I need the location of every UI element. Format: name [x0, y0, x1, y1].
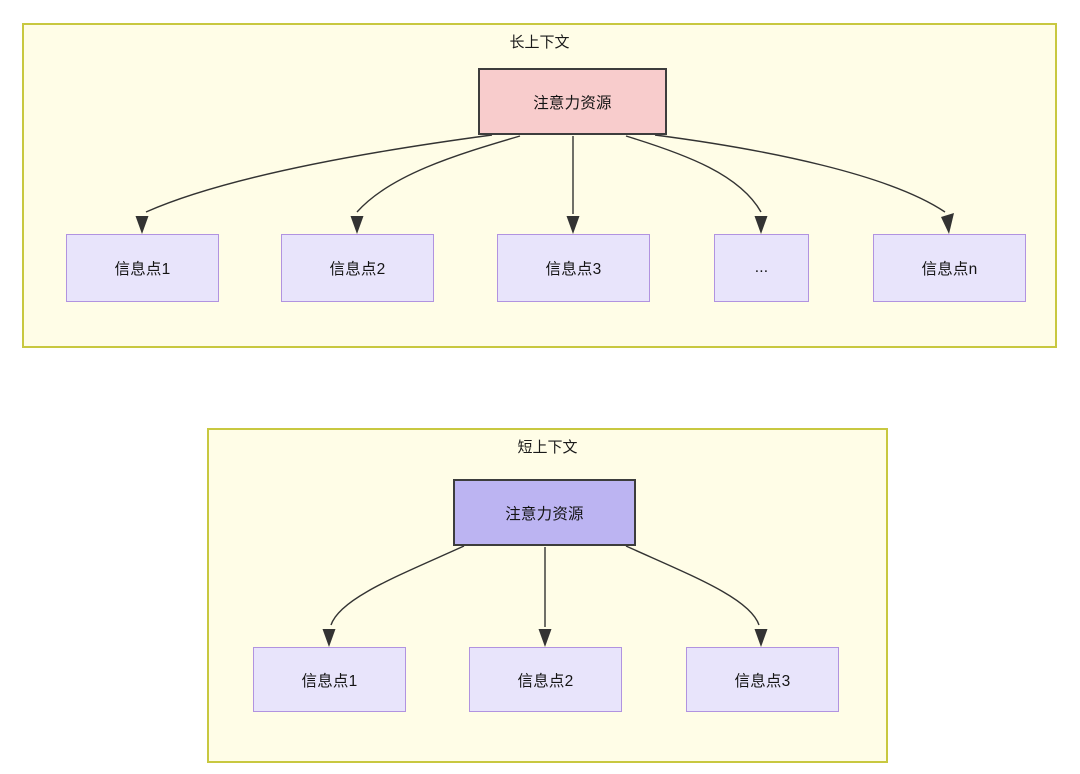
node-short-leaf-3[interactable]: 信息点3	[686, 647, 839, 712]
node-long-leaf-3-label: 信息点3	[545, 261, 602, 278]
node-short-leaf-1[interactable]: 信息点1	[253, 647, 406, 712]
node-short-leaf-2[interactable]: 信息点2	[469, 647, 622, 712]
node-long-leaf-n-label: 信息点n	[921, 261, 978, 278]
node-long-context-root[interactable]: 注意力资源	[478, 68, 667, 135]
node-long-leaf-n[interactable]: 信息点n	[873, 234, 1026, 302]
node-short-leaf-3-label: 信息点3	[734, 672, 791, 690]
node-long-leaf-3[interactable]: 信息点3	[497, 234, 650, 302]
node-long-leaf-1[interactable]: 信息点1	[66, 234, 219, 302]
node-long-leaf-2-label: 信息点2	[329, 261, 386, 278]
node-long-leaf-2[interactable]: 信息点2	[281, 234, 434, 302]
node-long-leaf-ellipsis-label: ...	[754, 259, 769, 276]
node-short-leaf-1-label: 信息点1	[301, 672, 358, 690]
node-short-context-root-label: 注意力资源	[505, 505, 584, 523]
node-long-context-root-label: 注意力资源	[533, 94, 612, 112]
node-short-leaf-2-label: 信息点2	[517, 672, 574, 690]
panel-short-context-title: 短上下文	[517, 439, 578, 456]
panel-long-context-title: 长上下文	[509, 34, 570, 51]
node-long-leaf-ellipsis[interactable]: ...	[714, 234, 809, 302]
node-short-context-root[interactable]: 注意力资源	[453, 479, 636, 546]
node-long-leaf-1-label: 信息点1	[114, 261, 171, 278]
